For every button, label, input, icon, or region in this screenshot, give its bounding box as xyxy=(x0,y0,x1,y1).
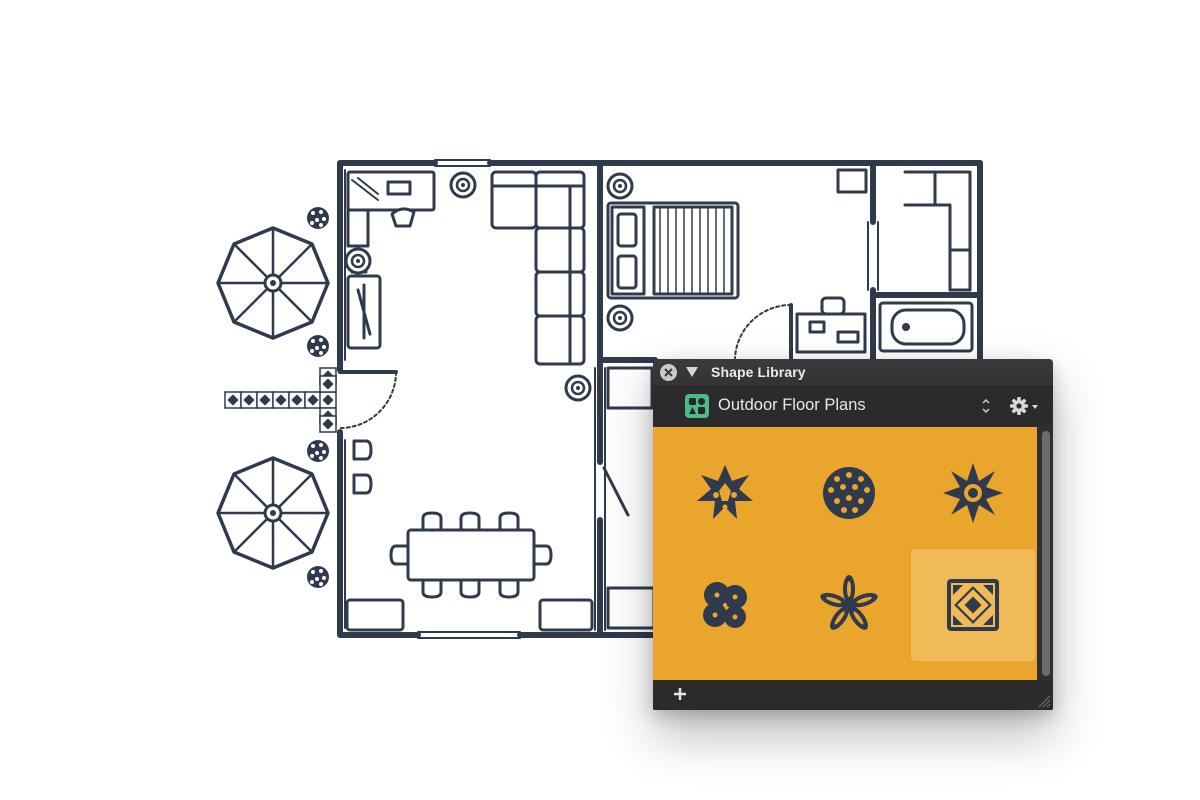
close-icon xyxy=(664,368,673,377)
spiky-plant-icon xyxy=(697,465,753,519)
round-shrub-icon xyxy=(823,467,875,519)
scrollbar-thumb[interactable] xyxy=(1042,431,1050,676)
shape-tile[interactable] xyxy=(911,437,1035,549)
close-button[interactable] xyxy=(660,364,677,381)
shape-tile[interactable] xyxy=(787,549,911,661)
gear-icon[interactable] xyxy=(1009,395,1039,417)
shape-tile[interactable] xyxy=(787,437,911,549)
bush-cluster-icon xyxy=(703,582,747,628)
panel-footer xyxy=(653,680,1053,710)
shape-grid[interactable] xyxy=(653,427,1037,680)
shape-library-panel[interactable]: Shape Library Outdoor Floor Plans xyxy=(653,359,1053,710)
triangle-down-icon[interactable] xyxy=(686,367,698,377)
shape-tile[interactable] xyxy=(663,549,787,661)
tile-paver-icon xyxy=(947,579,999,631)
star-plant-icon xyxy=(943,463,1003,523)
shape-library-icon xyxy=(685,394,709,418)
flower-plant-icon xyxy=(820,575,878,630)
shape-tile-selected[interactable] xyxy=(911,549,1035,661)
shape-tile[interactable] xyxy=(663,437,787,549)
plus-icon[interactable] xyxy=(673,687,687,701)
library-selector[interactable]: Outdoor Floor Plans xyxy=(653,387,1053,426)
resize-grip-icon[interactable] xyxy=(1035,692,1051,708)
up-down-chevron-icon[interactable] xyxy=(981,397,991,415)
panel-title: Shape Library xyxy=(711,364,806,380)
panel-titlebar[interactable]: Shape Library xyxy=(653,359,1053,387)
library-name[interactable]: Outdoor Floor Plans xyxy=(718,396,866,414)
